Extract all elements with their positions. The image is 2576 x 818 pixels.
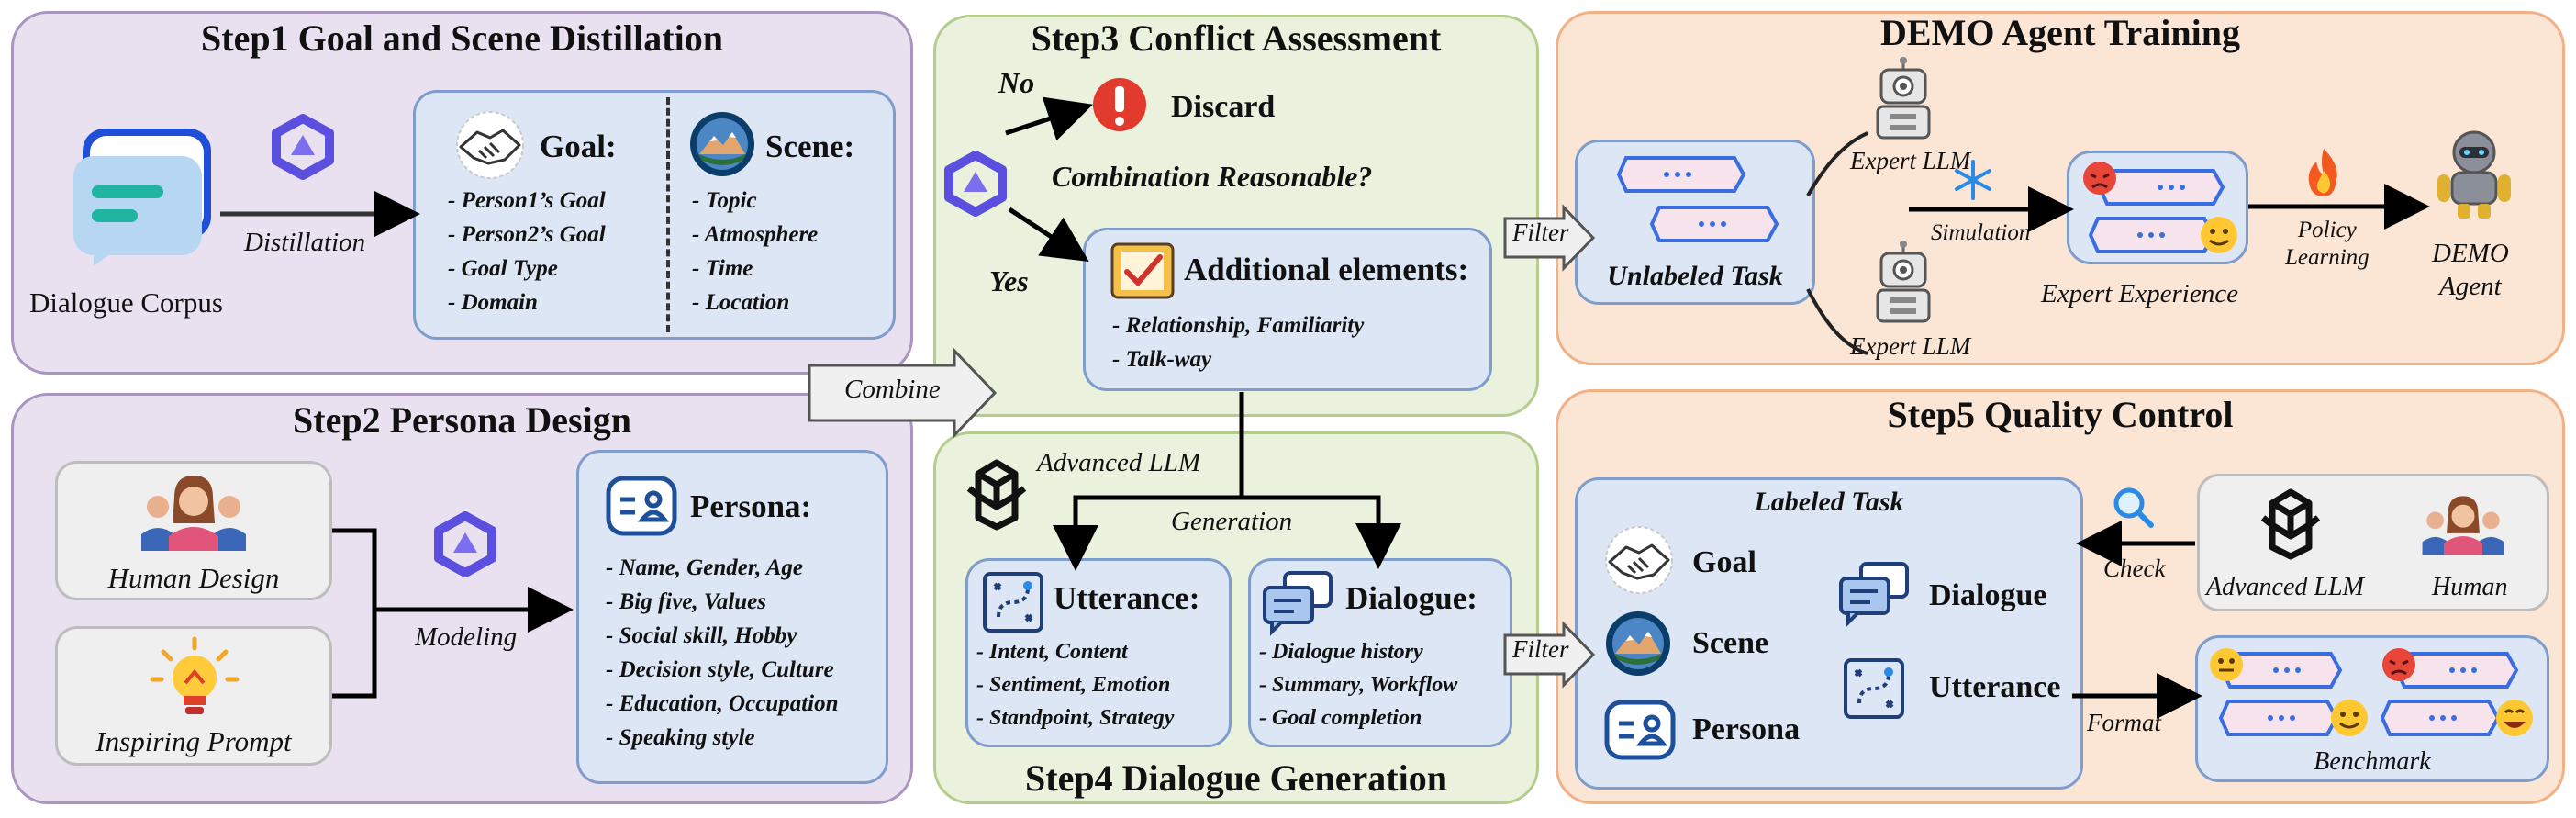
filter-arrow	[1503, 621, 1596, 689]
unlabeled-task-label: Unlabeled Task	[1607, 261, 1783, 291]
people-group-icon	[2421, 485, 2505, 562]
utterance-header: Utterance:	[1054, 580, 1200, 616]
filter-label-bottom: Filter	[1512, 635, 1569, 663]
benchmark-bubbles-left-icon	[2206, 643, 2371, 744]
goal-header: Goal:	[540, 129, 617, 164]
combine-label: Combine	[844, 375, 941, 404]
dialogue-corpus-label: Dialogue Corpus	[29, 286, 223, 319]
combine-arrow	[808, 347, 998, 441]
additional-elements-items: - Relationship, Familiarity - Talk-way	[1112, 313, 1365, 372]
labeled-task-label: Labeled Task	[1754, 487, 1904, 517]
agent-robot-icon	[2436, 130, 2513, 220]
dialogue-bubbles-icon	[1261, 571, 1334, 636]
goal-label: Goal	[1692, 545, 1756, 579]
step2-title: Step2 Persona Design	[293, 399, 631, 441]
scene-label: Scene	[1692, 626, 1769, 660]
robot-icon	[1868, 241, 1938, 329]
no-label: No	[998, 66, 1035, 99]
persona-header: Persona:	[690, 488, 812, 524]
handshake-icon	[1600, 525, 1678, 595]
goal-scene-divider	[666, 97, 670, 332]
step1-title: Step1 Goal and Scene Distillation	[201, 17, 723, 59]
warning-icon	[1092, 77, 1147, 132]
people-group-icon	[139, 470, 248, 551]
filter-arrow	[1503, 204, 1596, 272]
persona-label: Persona	[1692, 712, 1801, 746]
dialogue-header: Dialogue:	[1345, 580, 1478, 616]
demo-agent-label: DEMO Agent	[2432, 239, 2509, 301]
llm-logo-icon	[943, 151, 1008, 217]
step5-title: Step5 Quality Control	[1887, 394, 2234, 435]
scene-header: Scene:	[765, 129, 855, 164]
goal-items: - Person1’s Goal - Person2’s Goal - Goal…	[448, 188, 606, 315]
magnifier-icon	[2113, 487, 2154, 528]
human-label: Human	[2432, 573, 2508, 601]
snowflake-icon	[1953, 160, 1993, 200]
expert-llm-label-bottom: Expert LLM	[1850, 332, 1971, 360]
distillation-label: Distillation	[244, 228, 366, 257]
scene-globe-icon	[688, 110, 756, 178]
human-design-label: Human Design	[107, 562, 280, 594]
generation-label: Generation	[1171, 507, 1293, 536]
question-label: Combination Reasonable?	[1052, 160, 1373, 193]
persona-items: - Name, Gender, Age - Big five, Values -…	[606, 555, 839, 750]
expert-experience-label: Expert Experience	[2041, 279, 2238, 308]
benchmark-bubbles-right-icon	[2377, 643, 2542, 744]
advanced-llm-label-step5: Advanced LLM	[2206, 573, 2364, 601]
openai-logo-icon	[2252, 485, 2329, 562]
checklist-icon	[1110, 242, 1175, 299]
advanced-llm-human-box	[2197, 474, 2549, 611]
utterance-path-icon	[1843, 657, 1905, 720]
llm-logo-icon	[271, 114, 335, 180]
demo-title: DEMO Agent Training	[1880, 12, 2240, 53]
discard-label: Discard	[1171, 90, 1276, 124]
task-bubbles-icon	[1616, 154, 1782, 246]
advanced-llm-label: Advanced LLM	[1037, 448, 1200, 477]
llm-logo-icon	[433, 511, 497, 577]
experience-bubbles-icon	[2080, 158, 2241, 259]
yes-label: Yes	[989, 264, 1029, 297]
benchmark-label: Benchmark	[2314, 747, 2431, 776]
modeling-label: Modeling	[415, 622, 518, 652]
step4-title: Step4 Dialogue Generation	[1025, 757, 1447, 799]
dialogue-items: - Dialogue history - Summary, Workflow -…	[1259, 640, 1458, 730]
simulation-label: Simulation	[1931, 220, 2031, 245]
scene-globe-icon	[1604, 610, 1672, 678]
utterance-path-icon	[982, 571, 1044, 633]
persona-card-icon	[606, 476, 677, 536]
inspiring-prompt-label: Inspiring Prompt	[95, 725, 292, 757]
openai-logo-icon	[958, 455, 1035, 532]
additional-elements-header: Additional elements:	[1184, 252, 1469, 287]
expert-llm-label-top: Expert LLM	[1850, 147, 1971, 174]
dialogue-label: Dialogue	[1929, 578, 2047, 612]
format-label: Format	[2087, 709, 2161, 736]
scene-items: - Topic - Atmosphere - Time - Location	[692, 188, 819, 315]
check-label: Check	[2103, 555, 2166, 582]
persona-card-icon	[1604, 700, 1676, 760]
utterance-items: - Intent, Content - Sentiment, Emotion -…	[976, 640, 1175, 730]
policy-learning-label: Policy Learning	[2285, 218, 2370, 270]
robot-icon	[1868, 57, 1938, 145]
lightbulb-icon	[150, 636, 240, 720]
handshake-icon	[452, 110, 529, 180]
filter-label-top: Filter	[1512, 219, 1569, 246]
step3-title: Step3 Conflict Assessment	[1031, 17, 1442, 59]
fire-icon	[2303, 147, 2344, 198]
utterance-label: Utterance	[1929, 670, 2061, 704]
dialogue-bubbles-icon	[1837, 562, 1911, 627]
chat-bubble-icon	[73, 129, 211, 266]
